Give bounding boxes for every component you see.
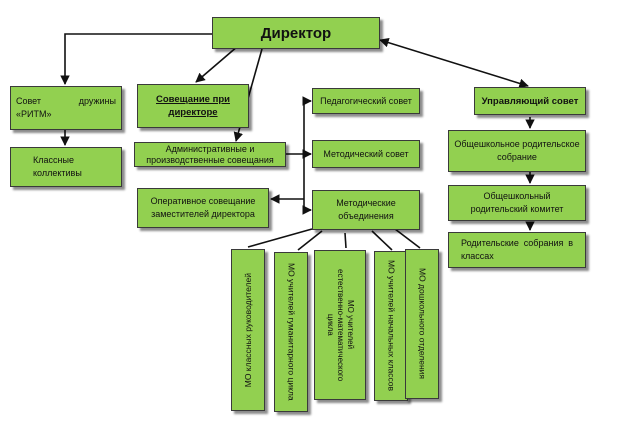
arrow-director-to-council bbox=[60, 33, 212, 85]
mo-humanities-box[interactable]: МО учителей гуманитарного цикла bbox=[274, 252, 308, 412]
mo-class-teachers-box[interactable]: МО классных руководителей bbox=[231, 249, 265, 411]
class-parent-meetings-label: Родительские собрания в классах bbox=[461, 238, 573, 261]
parents-meeting-label: Общешкольное родительское собрание bbox=[454, 139, 580, 162]
line-assoc-to-mo-4 bbox=[371, 230, 393, 251]
operative-meeting-label: Оперативное совещание заместителей дирек… bbox=[150, 196, 256, 219]
line-assoc-to-mo-1 bbox=[247, 228, 313, 248]
method-assoc-label: Методические объединения bbox=[336, 198, 396, 221]
mo-preschool-box[interactable]: МО дошкольного отделения bbox=[405, 249, 439, 399]
director-meeting-box[interactable]: Совещание при директоре bbox=[137, 84, 249, 128]
director-meeting-label: Совещание при директоре bbox=[156, 94, 230, 118]
director-box[interactable]: Директор bbox=[212, 17, 380, 49]
arrow-director-to-meeting bbox=[195, 45, 239, 83]
council-ritm-label: Совет дружины «РИТМ» bbox=[16, 96, 116, 119]
governing-council-box[interactable]: Управляющий совет bbox=[474, 87, 586, 115]
method-assoc-box[interactable]: Методические объединения bbox=[312, 190, 420, 230]
mo-primary-box[interactable]: МО учителей начальных классов bbox=[374, 251, 408, 401]
operative-meeting-box[interactable]: Оперативное совещание заместителей дирек… bbox=[137, 188, 269, 228]
line-assoc-to-mo-3 bbox=[344, 232, 347, 249]
line-assoc-to-mo-5 bbox=[394, 228, 421, 249]
class-parent-meetings-box[interactable]: Родительские собрания в классах bbox=[448, 232, 586, 268]
parents-committee-label: Общешкольный родительский комитет bbox=[470, 191, 564, 214]
mo-science-math-box[interactable]: МО учителей естественно-математического … bbox=[314, 250, 366, 400]
ped-council-label: Педагогический совет bbox=[320, 95, 412, 106]
mo-primary-label: МО учителей начальных классов bbox=[386, 260, 397, 392]
class-collectives-box[interactable]: Классные коллективы bbox=[10, 147, 122, 187]
mo-class-teachers-label: МО классных руководителей bbox=[242, 272, 253, 388]
mo-humanities-label: МО учителей гуманитарного цикла bbox=[286, 263, 297, 401]
governing-council-label: Управляющий совет bbox=[481, 95, 579, 107]
parents-committee-box[interactable]: Общешкольный родительский комитет bbox=[448, 185, 586, 221]
admin-meetings-box[interactable]: Административные и производственные сове… bbox=[134, 142, 286, 167]
method-council-box[interactable]: Методический совет bbox=[312, 140, 420, 168]
line-assoc-to-mo-2 bbox=[297, 230, 323, 251]
ped-council-box[interactable]: Педагогический совет bbox=[312, 88, 420, 114]
arrow-director-governing bbox=[379, 37, 529, 89]
mo-science-math-label: МО учителей естественно-математического … bbox=[326, 268, 355, 382]
director-label: Директор bbox=[260, 24, 332, 42]
class-collectives-label: Классные коллективы bbox=[33, 155, 82, 178]
parents-meeting-box[interactable]: Общешкольное родительское собрание bbox=[448, 130, 586, 172]
admin-meetings-label: Административные и производственные сове… bbox=[146, 143, 274, 165]
method-council-label: Методический совет bbox=[323, 148, 409, 159]
mo-preschool-label: МО дошкольного отделения bbox=[417, 268, 428, 380]
council-ritm-box[interactable]: Совет дружины «РИТМ» bbox=[10, 86, 122, 130]
